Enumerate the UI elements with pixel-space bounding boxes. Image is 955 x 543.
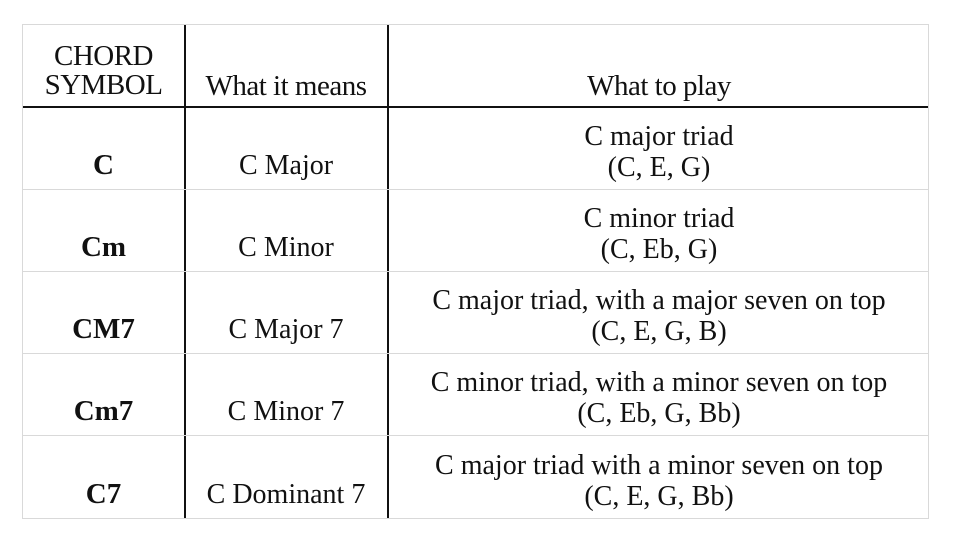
chord-symbol: Cm7: [73, 395, 134, 427]
chord-play-notes: (C, Eb, G, Bb): [577, 398, 741, 429]
header-chord-symbol-line1: CHORD: [53, 40, 154, 72]
chord-symbol: C7: [85, 478, 122, 510]
header-play-label: What to play: [587, 70, 731, 102]
chord-play-description: C major triad: [584, 121, 734, 152]
chord-play: C major triad, with a major seven on top…: [388, 272, 930, 353]
chord-play-description: C major triad with a minor seven on top: [435, 450, 883, 481]
chord-symbol: Cm: [80, 231, 127, 263]
chord-play-description: C minor triad, with a minor seven on top: [430, 367, 888, 398]
chord-play-description: C minor triad: [583, 203, 735, 234]
table-row: C C Major C major triad (C, E, G): [23, 108, 928, 190]
header-play: What to play: [388, 25, 930, 106]
chord-symbol: C: [93, 149, 114, 181]
chord-meaning: C Major: [238, 150, 334, 181]
chord-play-notes: (C, E, G, Bb): [584, 481, 734, 512]
chord-play-description: C major triad, with a major seven on top: [432, 285, 886, 316]
chord-play-notes: (C, E, G, B): [591, 316, 727, 347]
chord-play-notes: (C, Eb, G): [600, 234, 718, 265]
header-row: CHORD SYMBOL What it means What to play: [23, 25, 928, 108]
chord-symbol: CM7: [72, 313, 135, 345]
chord-table: CHORD SYMBOL What it means What to play …: [22, 24, 929, 519]
chord-play: C minor triad (C, Eb, G): [388, 190, 930, 271]
chord-meaning: C Major 7: [228, 314, 344, 345]
chord-meaning: C Minor: [238, 232, 334, 263]
chord-play: C minor triad, with a minor seven on top…: [388, 354, 930, 435]
table-row: CM7 C Major 7 C major triad, with a majo…: [23, 272, 928, 354]
chord-play-notes: (C, E, G): [607, 152, 711, 183]
header-meaning-label: What it means: [205, 70, 367, 102]
chord-meaning: C Minor 7: [227, 396, 345, 427]
table-row: Cm C Minor C minor triad (C, Eb, G): [23, 190, 928, 272]
table-row: Cm7 C Minor 7 C minor triad, with a mino…: [23, 354, 928, 436]
header-meaning: What it means: [184, 25, 388, 106]
header-chord-symbol-line2: SYMBOL: [44, 69, 163, 101]
chord-meaning: C Dominant 7: [206, 479, 366, 510]
header-chord-symbol: CHORD SYMBOL: [23, 25, 184, 106]
table-row: C7 C Dominant 7 C major triad with a min…: [23, 436, 928, 518]
chord-play: C major triad with a minor seven on top …: [388, 436, 930, 518]
chord-play: C major triad (C, E, G): [388, 108, 930, 189]
